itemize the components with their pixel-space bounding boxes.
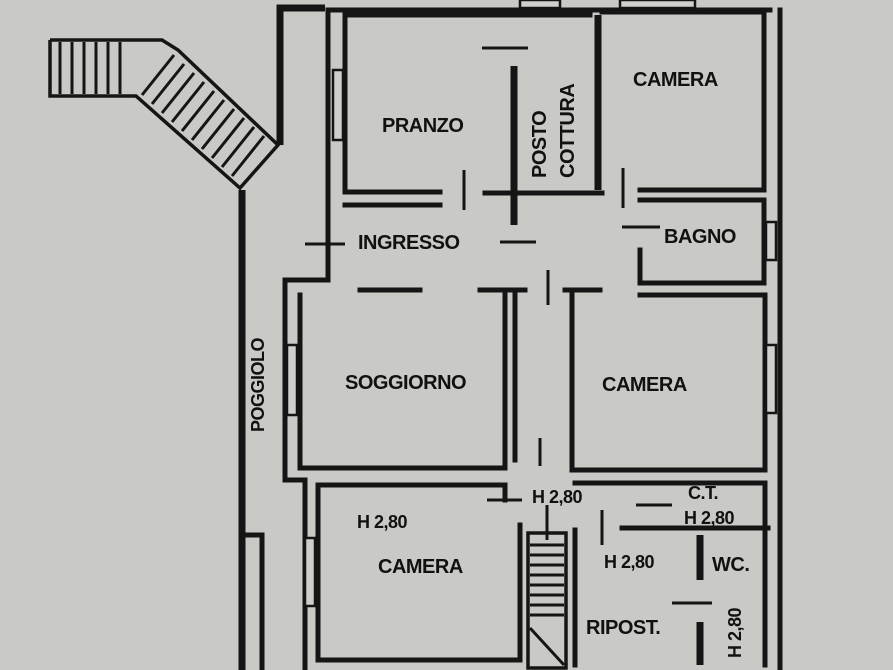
room-label-ingresso: INGRESSO: [358, 232, 460, 254]
camera-3-top-wall: [315, 482, 508, 503]
room-label-camera-1: CAMERA: [633, 69, 718, 91]
room-pranzo-walls: [342, 12, 593, 208]
door-marks: [305, 46, 712, 605]
room-label-wc: WC.: [712, 554, 750, 576]
room-label-cottura: COTTURA: [557, 83, 579, 178]
room-label-posto: POSTO: [529, 110, 551, 178]
outer-walls: [282, 7, 783, 670]
height-label-ct: H 2,80: [684, 508, 735, 528]
room-label-ct: C.T.: [688, 483, 719, 503]
room-label-camera-2: CAMERA: [602, 374, 687, 396]
room-label-soggiorno: SOGGIORNO: [345, 372, 467, 394]
height-label-hall: H 2,80: [532, 487, 583, 507]
area-label-poggiolo: POGGIOLO: [248, 337, 268, 432]
room-bagno-walls: [637, 197, 767, 286]
room-label-bagno: BAGNO: [664, 226, 736, 248]
room-camera-3-walls: [315, 482, 523, 663]
height-label-ripost: H 2,80: [604, 552, 655, 572]
external-staircase: [48, 38, 281, 191]
room-camera-2-walls: [569, 292, 768, 473]
internal-staircase: [526, 531, 568, 670]
room-camera-1-walls: [599, 9, 767, 193]
room-label-camera-3: CAMERA: [378, 556, 463, 578]
balcony-outline: [238, 4, 325, 670]
room-label-pranzo: PRANZO: [382, 115, 464, 137]
height-label-wc: H 2,80: [725, 607, 745, 658]
ct-outline: [572, 480, 768, 531]
windows: [285, 0, 778, 608]
height-label-camera-3: H 2,80: [357, 512, 408, 532]
room-label-ripost: RIPOST.: [586, 617, 661, 639]
room-soggiorno-walls: [297, 292, 508, 471]
